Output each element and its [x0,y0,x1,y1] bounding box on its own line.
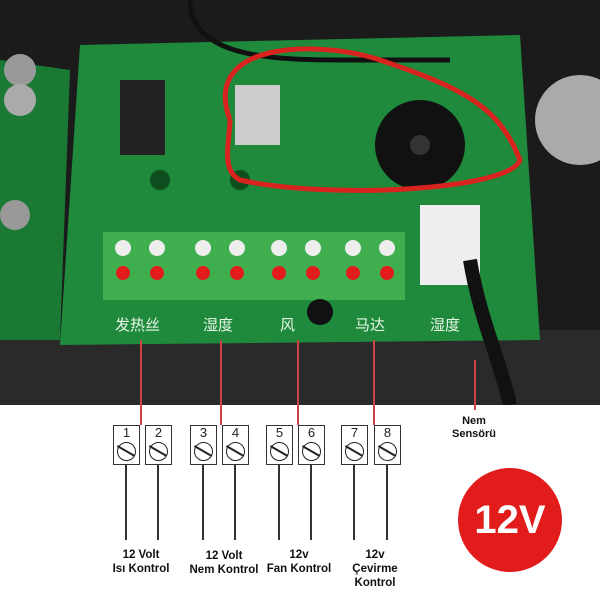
mosfet [120,80,165,155]
pointer-line [220,340,222,425]
capacitor [4,54,36,86]
terminal-8: 8 [374,425,401,465]
board-label: 风 [280,316,295,334]
terminal-2: 2 [145,425,172,465]
screw-icon [226,442,245,461]
pointer-line [474,360,476,410]
wire [386,465,388,540]
pointer-line [373,340,375,425]
board-label: 马达 [355,316,385,334]
screw-icon [149,442,168,461]
pointer-line [297,340,299,425]
wire [157,465,159,540]
screw-icon [378,442,397,461]
wire [202,465,204,540]
wire [310,465,312,540]
terminal-7: 7 [341,425,368,465]
screw-icon [194,442,213,461]
voltage-badge: 12V [458,468,562,572]
fan-motor [535,75,600,165]
terminal-4: 4 [222,425,249,465]
wire [125,465,127,540]
wire [278,465,280,540]
terminal-6: 6 [298,425,325,465]
screw-icon [270,442,289,461]
terminal-3: 3 [190,425,217,465]
board-label: 湿度 [203,316,233,334]
wire [353,465,355,540]
terminal-5: 5 [266,425,293,465]
pointer-line [140,340,142,425]
screw-icon [117,442,136,461]
sensor-cable [463,258,517,405]
board-label: 湿度 [430,316,460,334]
red-wire [222,46,523,193]
terminal-block [103,232,405,300]
screw-icon [345,442,364,461]
board-label: 发热丝 [115,316,160,334]
terminal-1: 1 [113,425,140,465]
wire [234,465,236,540]
screw-icon [302,442,321,461]
circuit-board-photo: 发热丝 湿度 风 马达 湿度 [0,0,600,405]
